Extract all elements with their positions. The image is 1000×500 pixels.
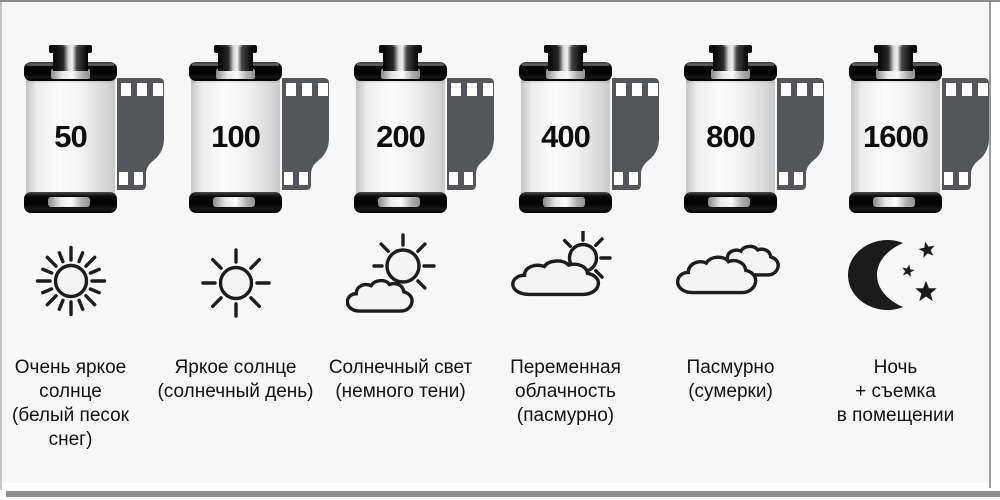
condition-label: Ночь + съемка в помещении — [836, 357, 955, 426]
condition-label: Яркое солнце (солнечный день) — [157, 357, 314, 402]
left-border — [0, 2, 2, 490]
iso-value: 400 — [541, 119, 591, 154]
column-iso-1600: 1600 Ночь + съемка в помещении — [813, 0, 978, 490]
column-iso-50: 50 Очень яркое солнце (белый песок снег) — [0, 0, 153, 490]
condition-label: Солнечный свет (немного тени) — [328, 357, 473, 402]
column-iso-100: 100 Яркое солнце (солнечный день) — [153, 0, 318, 490]
bright-sun-icon — [200, 247, 271, 318]
overcast-cloud-icon — [675, 244, 779, 294]
content-panel — [2, 2, 989, 483]
condition-label: Очень яркое солнце (белый песок снег) — [11, 357, 129, 450]
top-border — [0, 0, 1000, 2]
column-iso-400: 400 Переменная облачность (пасмурно) — [483, 0, 648, 490]
condition-label: Пасмурно (сумерки) — [686, 357, 775, 402]
column-iso-800: 800 Пасмурно (сумерки) — [648, 0, 813, 490]
column-iso-200: 200 Солнечный свет (немного тени) — [318, 0, 483, 490]
iso-value: 100 — [211, 119, 261, 154]
cloud-with-sun-icon — [510, 230, 612, 296]
iso-value: 200 — [376, 119, 426, 154]
moon-and-stars-icon — [847, 239, 937, 310]
iso-value: 1600 — [863, 119, 929, 154]
iso-value: 50 — [54, 119, 87, 154]
horizontal-scrollbar[interactable] — [6, 491, 1000, 497]
condition-label: Переменная облачность (пасмурно) — [510, 357, 621, 426]
iso-value: 800 — [706, 119, 756, 154]
right-border — [989, 2, 991, 488]
very-bright-sun-icon — [35, 245, 106, 316]
sun-with-small-cloud-icon — [345, 232, 436, 312]
